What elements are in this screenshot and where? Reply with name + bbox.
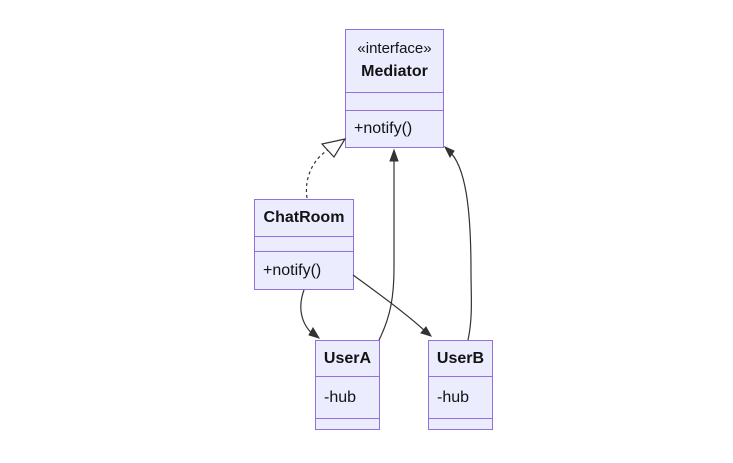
arrowhead-userb-icon [420,326,433,337]
userb-attribute-hub: -hub [437,388,470,406]
mediator-class-name: Mediator [361,63,428,81]
edge-userb-to-mediator [447,149,472,341]
userb-attributes-compartment: -hub [429,376,492,418]
class-box-chatroom: ChatRoom +notify() [254,199,354,290]
userb-methods-compartment [429,418,492,429]
usera-methods-compartment [316,418,379,429]
chatroom-class-name: ChatRoom [263,209,345,227]
edge-usera-to-mediator [378,153,395,341]
usera-class-name: UserA [323,349,372,367]
edge-chatroom-realizes-mediator [305,149,329,199]
arrowhead-usera-icon [308,327,321,339]
chatroom-title-compartment: ChatRoom [255,200,353,236]
class-box-userb: UserB -hub [428,340,493,430]
usera-attribute-hub: -hub [324,388,357,406]
mediator-method-notify: +notify() [354,120,413,137]
mediator-annotation: «interface» [357,39,432,57]
userb-class-name: UserB [436,349,485,367]
arrowhead-mediator-from-userb-icon [443,145,455,158]
mediator-methods-compartment: +notify() [346,110,443,147]
realization-triangle-arrowhead-icon [320,138,347,158]
edge-chatroom-to-usera [300,289,316,337]
chatroom-methods-compartment: +notify() [255,251,353,289]
usera-title-compartment: UserA [316,341,379,376]
mediator-attributes-compartment [346,92,443,110]
userb-title-compartment: UserB [429,341,492,376]
arrowhead-mediator-from-usera-icon [389,148,399,162]
class-box-mediator: «interface» Mediator +notify() [345,29,444,148]
usera-attributes-compartment: -hub [316,376,379,418]
mediator-title-compartment: «interface» Mediator [346,30,443,92]
class-box-usera: UserA -hub [315,340,380,430]
chatroom-attributes-compartment [255,236,353,251]
edge-chatroom-to-userb [352,274,427,333]
chatroom-method-notify: +notify() [263,261,322,279]
